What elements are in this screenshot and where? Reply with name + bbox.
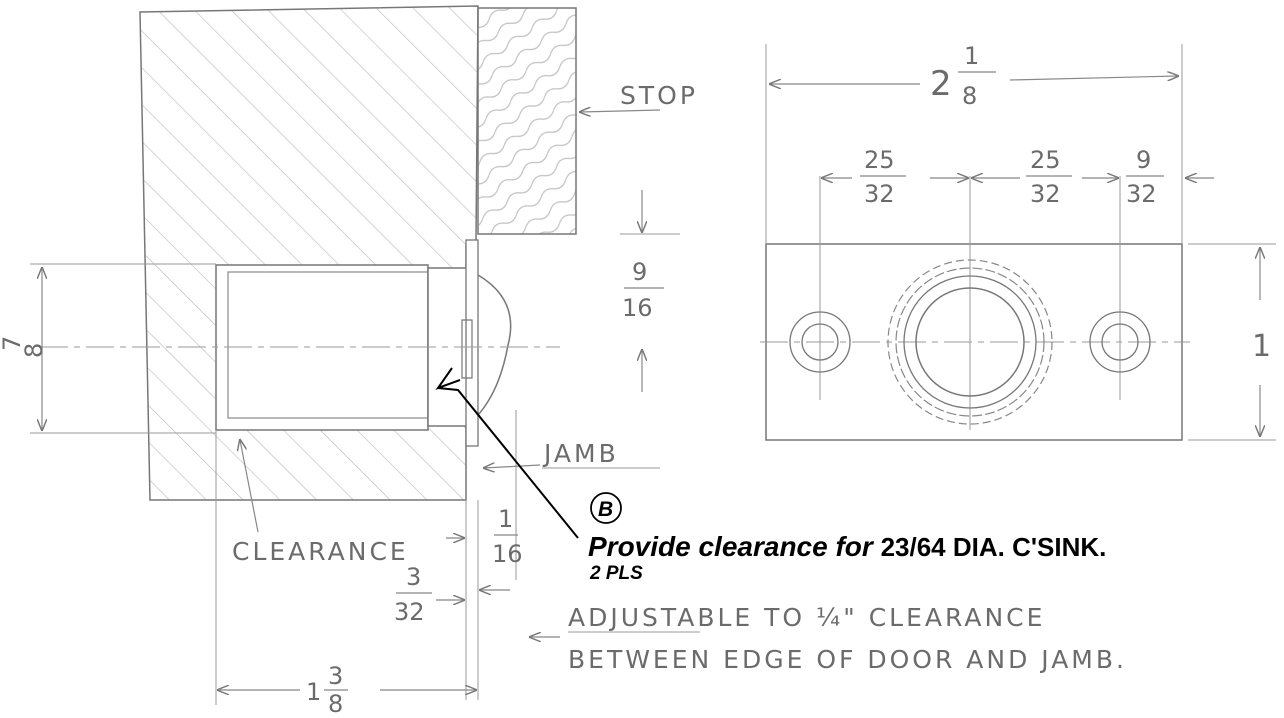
svg-text:8: 8	[328, 690, 343, 718]
svg-text:8: 8	[962, 82, 977, 110]
svg-text:CLEARANCE: CLEARANCE	[232, 537, 409, 566]
svg-text:9: 9	[632, 258, 647, 286]
svg-text:1: 1	[306, 678, 321, 706]
svg-text:B: B	[598, 498, 613, 521]
callout-text: Provide clearance for 23/64 DIA. C'SINK.	[588, 531, 1106, 562]
svg-text:3: 3	[406, 563, 421, 591]
svg-text:32: 32	[1126, 180, 1157, 208]
svg-text:32: 32	[394, 598, 425, 626]
svg-text:3: 3	[328, 662, 343, 690]
svg-text:16: 16	[492, 540, 523, 568]
svg-text:25: 25	[1030, 146, 1061, 174]
svg-text:ADJUSTABLE TO ¼" CLEARANCE: ADJUSTABLE TO ¼" CLEARANCE	[568, 603, 1045, 632]
dim-3-32: 3 32	[394, 563, 510, 626]
clearance-label: CLEARANCE	[232, 440, 409, 566]
svg-text:STOP: STOP	[620, 81, 698, 110]
svg-text:1: 1	[498, 505, 513, 533]
dim-2-1-8: 2 1 8	[770, 42, 1178, 110]
latch-body	[215, 239, 512, 447]
dim-1-3-8: 1 3 8	[215, 430, 476, 718]
svg-text:BETWEEN EDGE OF DOOR AND: BETWEEN EDGE OF DOOR AND JAMB.	[568, 645, 1127, 674]
svg-text:32: 32	[1030, 180, 1061, 208]
svg-text:25: 25	[864, 146, 895, 174]
dim-9-16: 9 16	[620, 190, 680, 392]
svg-text:32: 32	[864, 180, 895, 208]
dim-9-32: 9 32	[1126, 146, 1214, 208]
left-screw-hole	[789, 311, 851, 373]
dim-7-8: 7 8	[0, 268, 48, 430]
svg-text:7: 7	[0, 336, 26, 351]
jamb-label: JAMB	[484, 410, 660, 580]
svg-text:9: 9	[1136, 146, 1151, 174]
stop-section	[477, 7, 577, 235]
svg-text:1: 1	[964, 42, 979, 70]
right-screw-hole	[1089, 311, 1151, 373]
svg-text:2: 2	[930, 64, 952, 104]
stop-label: STOP	[580, 81, 698, 112]
callout-b: B	[590, 492, 622, 524]
callout-quantity: 2 PLS	[589, 563, 643, 584]
svg-text:1: 1	[1252, 329, 1271, 364]
dim-plate-height: 1	[1188, 243, 1276, 441]
center-bore	[887, 259, 1053, 425]
dim-1-16: 1 16	[446, 500, 523, 700]
dim-25-32-right: 25 32	[972, 146, 1118, 208]
callout-leader	[435, 367, 579, 539]
adjustable-note: ADJUSTABLE TO ¼" CLEARANCE BETWEEN EDGE …	[530, 603, 1127, 674]
svg-text:8: 8	[20, 343, 48, 358]
svg-text:JAMB: JAMB	[542, 439, 619, 468]
svg-text:16: 16	[622, 294, 653, 322]
dim-25-32-left: 25 32	[822, 146, 968, 208]
